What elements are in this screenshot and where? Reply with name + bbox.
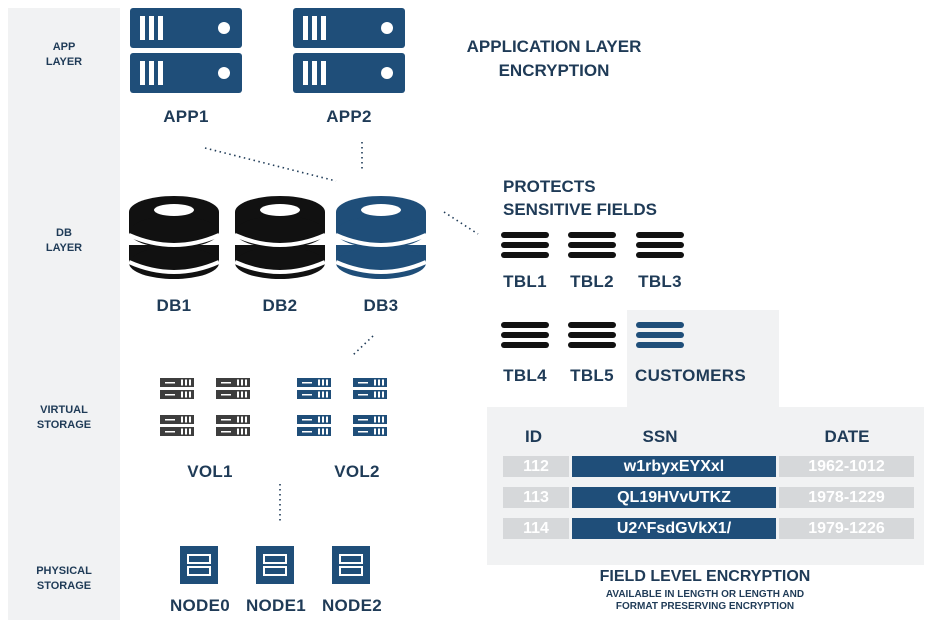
- tbl5-icon: [568, 322, 616, 348]
- footer-subtitle: AVAILABLE IN LENGTH OR LENGTH AND FORMAT…: [605, 589, 805, 612]
- layer-label-db: DB LAYER: [45, 227, 83, 254]
- db2-icon: [234, 196, 326, 279]
- vol1-storage-icon: [160, 378, 250, 436]
- app1-label: APP1: [163, 107, 209, 126]
- vol1-label: VOL1: [187, 462, 233, 481]
- db3-label: DB3: [363, 296, 399, 315]
- tbl4-label: TBL4: [503, 366, 547, 385]
- tbl5-label: TBL5: [570, 366, 614, 385]
- tbl1-label: TBL1: [503, 272, 547, 291]
- cell-ssn: QL19HVvUTKZ: [572, 487, 776, 508]
- cell-date: 1979-1226: [779, 518, 914, 539]
- node0-icon: [179, 545, 219, 585]
- app1-server-icon: [130, 8, 242, 93]
- column-header-date: DATE: [824, 427, 870, 446]
- cell-id: 113: [503, 487, 569, 508]
- db1-icon: [128, 196, 220, 279]
- tbl3-label: TBL3: [638, 272, 682, 291]
- footer-title: FIELD LEVEL ENCRYPTION: [599, 568, 811, 585]
- tbl3-icon: [636, 232, 684, 258]
- customers-table-icon: [636, 322, 684, 348]
- app2-label: APP2: [326, 107, 372, 126]
- layer-label-app: APP LAYER: [45, 41, 83, 68]
- cell-date: 1978-1229: [779, 487, 914, 508]
- connector-lines: [204, 142, 479, 524]
- tbl4-icon: [501, 322, 549, 348]
- column-header-ssn: SSN: [642, 427, 678, 446]
- db2-label: DB2: [262, 296, 298, 315]
- node2-icon: [331, 545, 371, 585]
- cell-ssn: w1rbyxEYXxl: [572, 456, 776, 477]
- tbl2-label: TBL2: [570, 272, 614, 291]
- app2-server-icon: [293, 8, 405, 93]
- layer-label-virtual: VIRTUAL STORAGE: [36, 404, 92, 431]
- cell-date: 1962-1012: [779, 456, 914, 477]
- column-header-id: ID: [525, 427, 542, 446]
- tbl2-icon: [568, 232, 616, 258]
- vol2-label: VOL2: [334, 462, 380, 481]
- db-heading-line1: PROTECTS: [503, 177, 596, 196]
- cell-id: 114: [503, 518, 569, 539]
- layer-label-physical: PHYSICAL STORAGE: [36, 565, 92, 592]
- tbl1-icon: [501, 232, 549, 258]
- node0-label: NODE0: [169, 596, 231, 615]
- db3-icon: [335, 196, 427, 279]
- layer-band: [8, 8, 120, 620]
- app-heading-line1: APPLICATION LAYER: [466, 37, 642, 56]
- node1-label: NODE1: [245, 596, 307, 615]
- cell-ssn: U2^FsdGVkX1/: [572, 518, 776, 539]
- db-heading-line2: SENSITIVE FIELDS: [503, 200, 657, 219]
- db1-label: DB1: [156, 296, 192, 315]
- cell-id: 112: [503, 456, 569, 477]
- customers-label: CUSTOMERS: [635, 366, 747, 385]
- app-heading-line2: ENCRYPTION: [498, 61, 610, 80]
- vol2-storage-icon: [297, 378, 387, 436]
- node1-icon: [255, 545, 295, 585]
- node2-label: NODE2: [321, 596, 383, 615]
